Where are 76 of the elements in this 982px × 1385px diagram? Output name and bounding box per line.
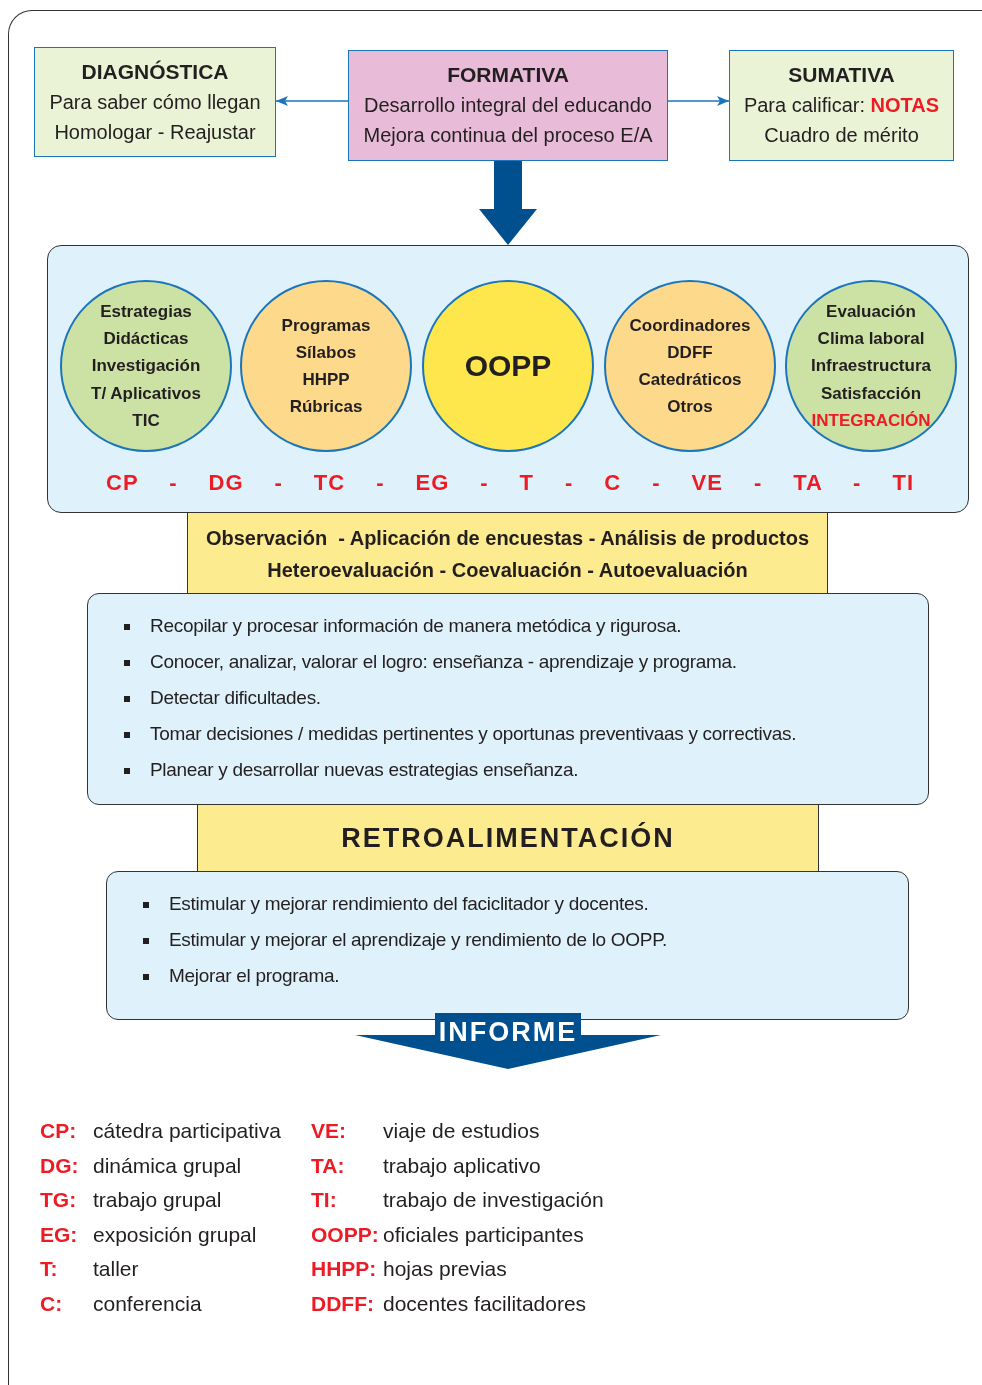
band-text: RETROALIMENTACIÓN: [340, 821, 676, 855]
bullet-item: Detectar dificultades.: [118, 680, 908, 716]
abbreviation: TG:: [40, 1187, 77, 1213]
circle-text: Catedráticos: [638, 369, 742, 391]
definition: trabajo de investigación: [383, 1187, 604, 1213]
abbreviation: DG:: [40, 1152, 79, 1179]
definition: exposición grupal: [93, 1221, 257, 1248]
bullet-item: Tomar decisiones / medidas pertinentes y oportunas preventivaas y correctivas.: [118, 716, 908, 752]
box-text: Desarrollo integral del educando: [363, 93, 653, 118]
box-text: Para saber cómo llegan: [48, 90, 262, 115]
purposes-box: [87, 593, 929, 805]
circle-text: INTEGRACIÓN: [811, 409, 931, 432]
band-text: Heteroevaluación - Coevaluación - Autoevaluación: [266, 557, 749, 583]
abbreviation-row: CP - DG - TC - EG - T - C - VE - TA - TI: [106, 470, 914, 496]
band-text: Observación - Aplicación de encuestas - Análisis de productos: [204, 525, 811, 551]
circle-text: DDFF: [667, 341, 713, 364]
circle-text: Estrategias: [100, 301, 192, 323]
abbreviation: CP:: [40, 1118, 77, 1144]
abbreviation: OOPP:: [311, 1221, 379, 1248]
methods-band: [187, 513, 828, 594]
bullet-item: Estimular y mejorar el aprendizaje y rendimiento de lo OOPP.: [137, 922, 888, 958]
bullet-item: Recopilar y procesar información de manera metódica y rigurosa.: [118, 608, 908, 644]
bullet-item: Estimular y mejorar rendimiento del faciclitador y docentes.: [137, 886, 888, 922]
abbreviation: C:: [40, 1290, 63, 1317]
box-heading: SUMATIVA: [787, 62, 896, 88]
circle-text: T/ Aplicativos: [91, 382, 201, 405]
definition: docentes facilitadores: [383, 1290, 587, 1317]
circle-text: Didácticas: [103, 328, 189, 351]
feedback-box: [106, 871, 909, 1020]
bullet-item: Planear y desarrollar nuevas estrategias enseñanza.: [118, 752, 908, 788]
arrow: [667, 96, 730, 106]
circle-text: HHPP: [302, 369, 350, 391]
arrow: [275, 96, 349, 106]
resources-panel: [47, 245, 969, 513]
arrow-label: INFORME: [437, 1016, 579, 1049]
block-arrow: [479, 161, 537, 245]
box-heading: DIAGNÓSTICA: [80, 59, 230, 85]
circle-text: Sílabos: [295, 341, 357, 364]
feedback-band: [197, 805, 819, 872]
definition: dinámica grupal: [93, 1152, 242, 1179]
abbreviation: T:: [40, 1256, 58, 1282]
circle-text: Infraestructura: [811, 355, 931, 378]
circle-text: Evaluación: [826, 301, 916, 323]
circle-text: Investigación: [91, 355, 201, 378]
circle-text: Otros: [667, 396, 713, 419]
circle-text: Clima laboral: [817, 328, 925, 351]
definition: oficiales participantes: [383, 1221, 584, 1248]
box-text: Para calificar: NOTAS: [742, 93, 941, 118]
circle-text: Satisfacción: [820, 382, 922, 405]
definition: conferencia: [93, 1290, 202, 1317]
abbreviation: HHPP:: [311, 1256, 377, 1282]
box-heading: FORMATIVA: [446, 62, 570, 88]
category-box: [34, 47, 276, 157]
abbreviation: DDFF:: [311, 1290, 374, 1317]
bullet-item: Conocer, analizar, valorar el logro: enseñanza - aprendizaje y programa.: [118, 644, 908, 680]
circle-text: Rúbricas: [289, 396, 363, 419]
circle-text: TIC: [132, 409, 160, 432]
definition: viaje de estudios: [383, 1118, 540, 1144]
circle-text: Coordinadores: [629, 314, 751, 337]
box-text: Cuadro de mérito: [763, 123, 920, 148]
category-box: [729, 50, 954, 161]
bullet-item: Mejorar el programa.: [137, 958, 888, 994]
category-box: [348, 50, 668, 161]
abbreviation: TA:: [311, 1152, 345, 1179]
circle-text: Programas: [281, 314, 371, 337]
definition: taller: [93, 1256, 139, 1282]
circle-text: OOPP: [464, 348, 552, 384]
definition: trabajo grupal: [93, 1187, 222, 1213]
box-text: Mejora continua del proceso E/A: [362, 123, 654, 148]
abbreviation: VE:: [311, 1118, 346, 1144]
definition: hojas previas: [383, 1256, 507, 1282]
abbreviation: TI:: [311, 1187, 337, 1213]
abbreviation: EG:: [40, 1221, 78, 1248]
box-text: Homologar - Reajustar: [53, 120, 257, 145]
definition: cátedra participativa: [93, 1118, 281, 1144]
definition: trabajo aplicativo: [383, 1152, 541, 1179]
